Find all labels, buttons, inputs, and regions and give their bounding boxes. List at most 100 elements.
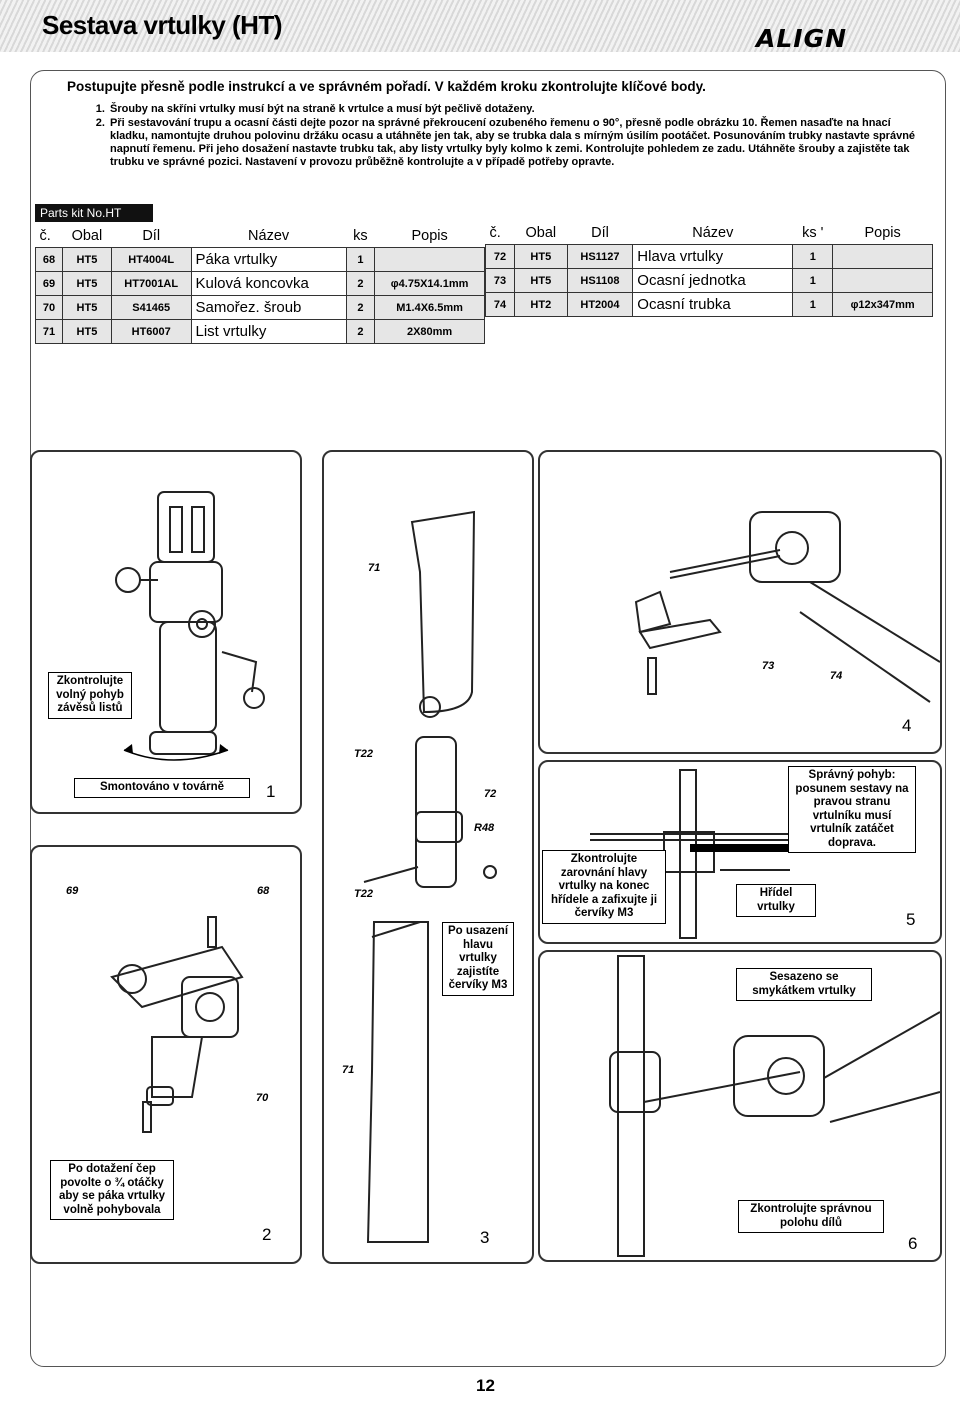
part-pack: HT5 [513, 268, 568, 293]
intro-lead: Postupujte přesně podle instrukcí a ve s… [67, 79, 706, 94]
col-header: č. [485, 219, 515, 245]
header-bar [0, 0, 960, 52]
rotation-arrow-icon [123, 749, 229, 761]
shaft-bar [690, 844, 800, 852]
parts-table-left: č. Obal Díl Název ks Popis 68 HT5 HT4004… [35, 222, 485, 344]
part-name: List vrtulky [190, 319, 347, 344]
step-number: 4 [902, 716, 912, 735]
part-desc: M1.4X6.5mm [374, 295, 485, 320]
part-qty: 2 [345, 295, 376, 320]
tail-gearbox-illustration [634, 511, 940, 703]
step-number: 3 [480, 1228, 490, 1247]
step-number: 2 [262, 1225, 272, 1244]
part-no: 72 [485, 244, 515, 269]
part-desc: φ12x347mm [832, 292, 933, 317]
col-header: Díl [567, 219, 633, 245]
table-row: 73 HT5 HS1108 Ocasní jednotka 1 [485, 268, 933, 293]
blade-assembly-illustration [363, 510, 497, 1243]
step-panel-1: Zkontrolujte volný pohyb závěsů listů Sm… [30, 450, 302, 814]
page-number: 12 [476, 1376, 495, 1395]
step-number: 6 [908, 1234, 918, 1253]
col-header: č. [35, 222, 63, 248]
step-panel-6: Sesazeno se smykátkem vrtulky Zkontroluj… [538, 950, 942, 1262]
part-pack: HT5 [61, 247, 112, 272]
part-no: 68 [35, 247, 63, 272]
table-row: 70 HT5 S41465 Samořez. šroub 2 M1.4X6.5m… [35, 295, 485, 320]
part-callout: 73 [762, 660, 775, 672]
part-callout: 72 [484, 788, 497, 800]
step-panel-2: 69 68 70 Po dotažení čep povolte o ¾ otá… [30, 845, 302, 1264]
part-name: Kulová koncovka [190, 271, 347, 296]
pitch-lever-illustration [110, 916, 244, 1133]
part-name: Samořez. šroub [190, 295, 347, 320]
step-panel-3: 71 T22 72 R48 T22 71 Po usazení hlavu vr… [322, 450, 534, 1264]
instruction-item: Při sestavování trupu a ocasní části dej… [108, 117, 927, 170]
part-no: 73 [485, 268, 515, 293]
table-row: 69 HT5 HT7001AL Kulová koncovka 2 φ4.75X… [35, 271, 485, 296]
part-name: Ocasní jednotka [632, 268, 794, 293]
part-qty: 2 [345, 271, 376, 296]
part-desc: φ4.75X14.1mm [374, 271, 485, 296]
part-pack: HT2 [513, 292, 568, 317]
col-header: Popis [832, 219, 933, 245]
part-desc [832, 244, 933, 269]
part-pack: HT5 [61, 295, 112, 320]
part-callout: 70 [256, 1092, 269, 1104]
part-code: HS1127 [566, 244, 634, 269]
part-callout: 71 [342, 1064, 355, 1076]
intro-instructions: Postupujte přesně podle instrukcí a ve s… [67, 80, 927, 170]
part-no: 71 [35, 319, 63, 344]
table-header: č. Obal Díl Název ks ' Popis [485, 219, 933, 245]
col-header: Obal [514, 219, 568, 245]
step-panel-4: 73 74 4 [538, 450, 942, 754]
part-qty: 1 [792, 292, 834, 317]
correct-motion-note: Správný pohyb: posunem sestavy na pravou… [788, 766, 916, 853]
step-panel-5: Správný pohyb: posunem sestavy na pravou… [538, 760, 942, 944]
parts-table-right: č. Obal Díl Název ks ' Popis 72 HT5 HS11… [485, 219, 933, 317]
part-desc [374, 247, 485, 272]
part-name: Ocasní trubka [632, 292, 794, 317]
instruction-item: Šrouby na skříni vrtulky musí být na str… [108, 103, 927, 116]
part-code: S41465 [110, 295, 192, 320]
part-no: 74 [485, 292, 515, 317]
factory-label: Smontováno v továrně [74, 778, 250, 798]
page-title: Sestava vrtulky (HT) [42, 10, 282, 40]
part-code: HS1108 [566, 268, 634, 293]
part-callout: T22 [354, 888, 373, 900]
tighten-note: Po dotažení čep povolte o ¾ otáčky aby s… [50, 1160, 174, 1220]
table-header: č. Obal Díl Název ks Popis [35, 222, 485, 248]
check-position-note: Zkontrolujte správnou polohu dílů [738, 1200, 884, 1233]
step-number: 1 [266, 782, 276, 801]
instruction-list: Šrouby na skříni vrtulky musí být na str… [67, 103, 927, 169]
col-header: Název [191, 222, 347, 248]
part-no: 70 [35, 295, 63, 320]
part-code: HT7001AL [110, 271, 192, 296]
part-name: Páka vrtulky [190, 247, 347, 272]
step-number: 5 [906, 910, 916, 929]
set-screw-note: Po usazení hlavu vrtulky zajistíte červí… [442, 922, 514, 996]
part-callout: R48 [474, 822, 495, 834]
table-row: 71 HT5 HT6007 List vrtulky 2 2X80mm [35, 319, 485, 344]
part-qty: 2 [345, 319, 376, 344]
col-header: ks [346, 222, 375, 248]
align-logo: ALIGN [756, 24, 848, 53]
check-label: Zkontrolujte volný pohyb závěsů listů [48, 672, 132, 719]
alignment-note: Zkontrolujte zarovnání hlavy vrtulky na … [542, 850, 666, 924]
col-header: Název [632, 219, 793, 245]
part-no: 69 [35, 271, 63, 296]
part-pack: HT5 [61, 271, 112, 296]
col-header: Obal [62, 222, 112, 248]
part-callout: 69 [66, 885, 79, 897]
table-row: 74 HT2 HT2004 Ocasní trubka 1 φ12x347mm [485, 292, 933, 317]
part-desc [832, 268, 933, 293]
part-name: Hlava vrtulky [632, 244, 794, 269]
part-qty: 1 [792, 268, 834, 293]
part-qty: 1 [345, 247, 376, 272]
shaft-label: Hřídel vrtulky [736, 884, 816, 917]
final-assembly-illustration [609, 955, 940, 1257]
tail-hub-illustration [115, 491, 265, 761]
part-callout: 68 [257, 885, 270, 897]
col-header: ks ' [792, 219, 833, 245]
slider-note: Sesazeno se smykátkem vrtulky [736, 968, 872, 1001]
part-code: HT2004 [566, 292, 634, 317]
